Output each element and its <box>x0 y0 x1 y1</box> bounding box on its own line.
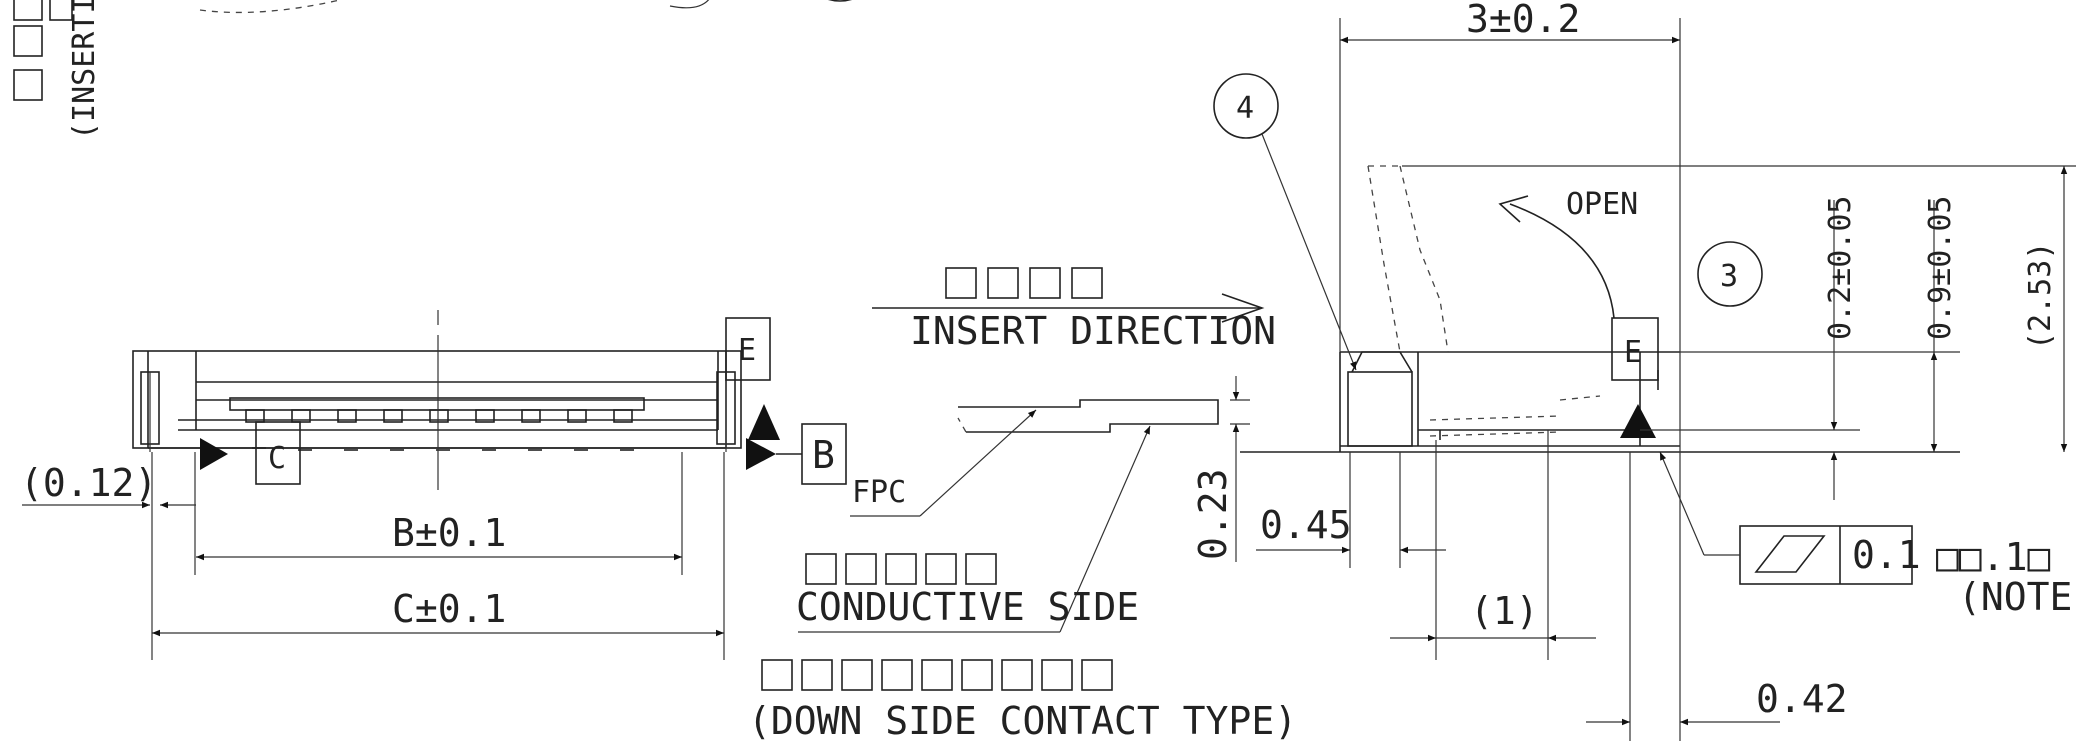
balloon-3-label: 3 <box>1720 259 1738 294</box>
glyph-box <box>965 553 997 585</box>
left-dimensions: (0.12) B±0.1 C±0.1 <box>20 452 725 660</box>
balloon-4-label: 4 <box>1236 91 1254 126</box>
note1-label: (NOTE 1) <box>1958 575 2076 619</box>
pin <box>613 409 633 423</box>
pin <box>521 409 541 423</box>
dim-042: 0.42 <box>1756 677 1848 721</box>
glyph-box <box>1081 659 1113 691</box>
pin <box>567 409 587 423</box>
glyph-box <box>1029 267 1061 299</box>
flatness-frame: 0.1 □□.1□ (NOTE 1) <box>1659 451 2076 619</box>
insert-direction-label: INSERT DIRECTION <box>910 309 1276 353</box>
glyph-box <box>805 553 837 585</box>
pin <box>429 409 449 423</box>
dim-045: 0.45 <box>1260 503 1352 547</box>
top-left-fragment: (INSERTION <box>13 0 852 140</box>
dim-02: 0.2±0.05 <box>1823 196 1858 341</box>
dim-c: C±0.1 <box>392 587 506 631</box>
glyph-box <box>845 553 877 585</box>
pin <box>337 409 357 423</box>
glyph-box <box>841 659 873 691</box>
glyph-box <box>881 659 913 691</box>
open-label: OPEN <box>1566 187 1638 222</box>
insert-direction-group: INSERT DIRECTION <box>872 267 1276 353</box>
pin <box>291 409 311 423</box>
connector-side-view: E OPEN 3 4 <box>1213 73 1960 453</box>
tol-partial: □□.1□ <box>1936 535 2051 579</box>
glyph-box <box>885 553 917 585</box>
datum-b: B <box>812 433 835 477</box>
glyph-box <box>13 69 43 101</box>
pin <box>245 409 265 423</box>
glyph-box <box>987 267 1019 299</box>
tol-01: 0.1 <box>1852 533 1921 577</box>
conductive-side-label: CONDUCTIVE SIDE <box>796 585 1139 629</box>
glyph-box <box>1071 267 1103 299</box>
connector-front-view: E C B <box>132 310 847 490</box>
dim-253: (2.53) <box>2023 242 2058 350</box>
glyph-box <box>925 553 957 585</box>
glyph-box <box>1001 659 1033 691</box>
datum-e-left: E <box>738 333 756 368</box>
insertion-label: (INSERTION <box>67 0 102 140</box>
balloon-4 <box>1213 73 1279 139</box>
glyph-box <box>13 25 43 57</box>
fpc-group: FPC CONDUCTIVE SIDE (DOWN SIDE CONTACT T… <box>748 376 1297 741</box>
datum-c: C <box>268 441 286 476</box>
glyph-box <box>801 659 833 691</box>
dim-b: B±0.1 <box>392 511 506 555</box>
glyph-box <box>761 659 793 691</box>
datum-e-right: E <box>1624 335 1642 370</box>
glyph-box <box>945 267 977 299</box>
fpc-label: FPC <box>852 475 906 510</box>
dim-1: (1) <box>1470 589 1539 633</box>
dim-023: 0.23 <box>1191 468 1235 560</box>
pin <box>475 409 495 423</box>
pin <box>383 409 403 423</box>
pin-row <box>245 409 634 451</box>
down-side-label: (DOWN SIDE CONTACT TYPE) <box>748 699 1297 741</box>
balloon-3 <box>1697 241 1763 307</box>
dim-012: (0.12) <box>20 461 157 505</box>
dim-3: 3±0.2 <box>1466 0 1580 41</box>
dim-09: 0.9±0.05 <box>1923 196 1958 341</box>
right-dimensions: 3±0.2 0.2±0.05 0.9±0.05 (2.53) 0.45 (1) … <box>1256 0 2076 741</box>
glyph-box <box>921 659 953 691</box>
glyph-box <box>961 659 993 691</box>
glyph-box <box>1041 659 1073 691</box>
